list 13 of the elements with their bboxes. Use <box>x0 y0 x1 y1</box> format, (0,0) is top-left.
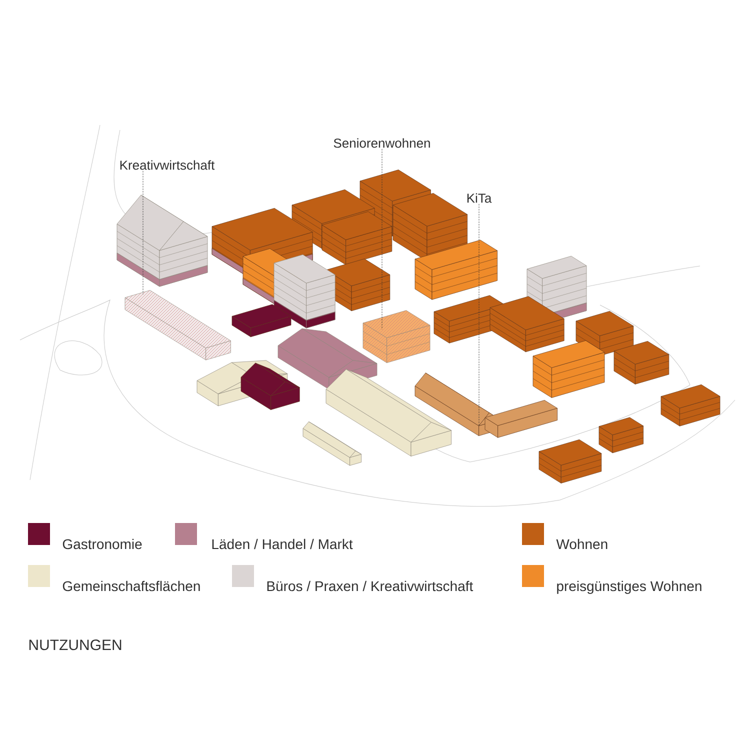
callout-label: KiTa <box>467 193 492 203</box>
callout-label: Seniorenwohnen <box>334 138 430 148</box>
building <box>124 290 231 348</box>
legend-label: preisgünstiges Wohnen <box>557 580 702 594</box>
legend-label: Gemeinschaftsflächen <box>62 580 200 592</box>
legend-label: Gastronomie <box>62 538 142 550</box>
legend-label: Läden / Handel / Markt <box>212 538 353 550</box>
callout-label: Kreativwirtschaft <box>120 160 215 170</box>
title: NUTZUNGEN <box>29 640 122 650</box>
legend-label: Büros / Praxen / Kreativwirtschaft <box>267 580 474 592</box>
legend-label: Wohnen <box>556 538 608 550</box>
leader-line <box>142 170 144 294</box>
building <box>362 310 430 355</box>
